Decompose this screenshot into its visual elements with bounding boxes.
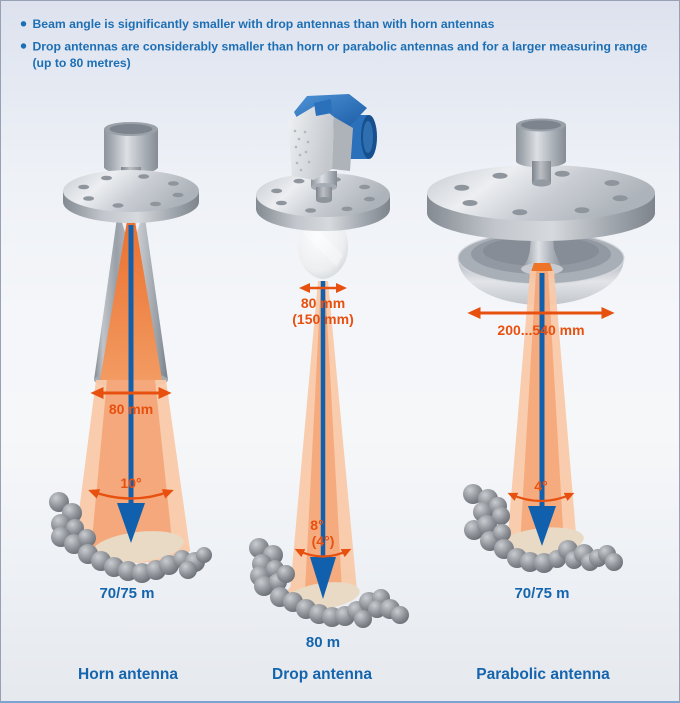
drop-sensor-housing bbox=[288, 94, 377, 180]
bullet-list: Beam angle is significantly smaller with… bbox=[20, 17, 648, 70]
beam-hit-spot bbox=[92, 531, 184, 563]
bolt-holes bbox=[454, 170, 628, 216]
material-pile bbox=[49, 492, 212, 583]
drop-angle-arc bbox=[294, 548, 352, 558]
drop-antenna-illustration: 80 mm (150 mm) 8° (4°) 80 m Drop antenna bbox=[249, 94, 409, 683]
drop-width-alt-label: (150 mm) bbox=[292, 311, 353, 327]
bullet-text-2-line1: Drop antennas are considerably smaller t… bbox=[33, 40, 648, 54]
parabolic-antenna-title: Parabolic antenna bbox=[476, 666, 610, 683]
horn-range-label: 70/75 m bbox=[99, 585, 154, 602]
horn-angle-arc bbox=[88, 489, 174, 500]
drop-width-label: 80 mm bbox=[301, 295, 345, 311]
bullet-text-1: Beam angle is significantly smaller with… bbox=[33, 17, 495, 31]
horn-antenna-illustration: 80 mm 10° 70/75 m Horn antenna bbox=[49, 122, 212, 683]
horn-signal-arrow bbox=[117, 225, 145, 543]
parabolic-process-fitting bbox=[516, 118, 566, 187]
drop-angle-label: 8° bbox=[310, 517, 323, 533]
bullet-text-2-line2: (up to 80 metres) bbox=[33, 56, 131, 70]
horn-flange bbox=[63, 170, 199, 223]
housing-front bbox=[288, 104, 334, 180]
material-pile bbox=[249, 538, 409, 628]
parabolic-antenna-illustration: 200...540 mm 4° 70/75 m Parabolic antenn… bbox=[427, 118, 655, 683]
parabolic-flange bbox=[427, 165, 655, 241]
parabolic-range-label: 70/75 m bbox=[514, 585, 569, 602]
drop-signal-arrow bbox=[310, 281, 336, 599]
horn-width-label: 80 mm bbox=[109, 401, 153, 417]
drop-angle-alt-label: (4°) bbox=[312, 533, 335, 549]
drop-antenna-title: Drop antenna bbox=[272, 666, 372, 683]
parabolic-width-label: 200...540 mm bbox=[497, 322, 584, 338]
bullet-dot bbox=[20, 43, 27, 49]
drop-range-label: 80 m bbox=[306, 634, 340, 651]
horn-antenna-title: Horn antenna bbox=[78, 666, 178, 683]
parabolic-angle-arc bbox=[507, 492, 575, 503]
material-pile bbox=[463, 484, 623, 573]
housing-vent-dots bbox=[293, 129, 311, 172]
bolt-holes bbox=[78, 174, 184, 208]
parabolic-angle-label: 4° bbox=[534, 478, 547, 494]
horn-angle-label: 10° bbox=[120, 475, 141, 491]
drop-flange bbox=[256, 173, 390, 231]
bullet-dot bbox=[20, 21, 27, 27]
